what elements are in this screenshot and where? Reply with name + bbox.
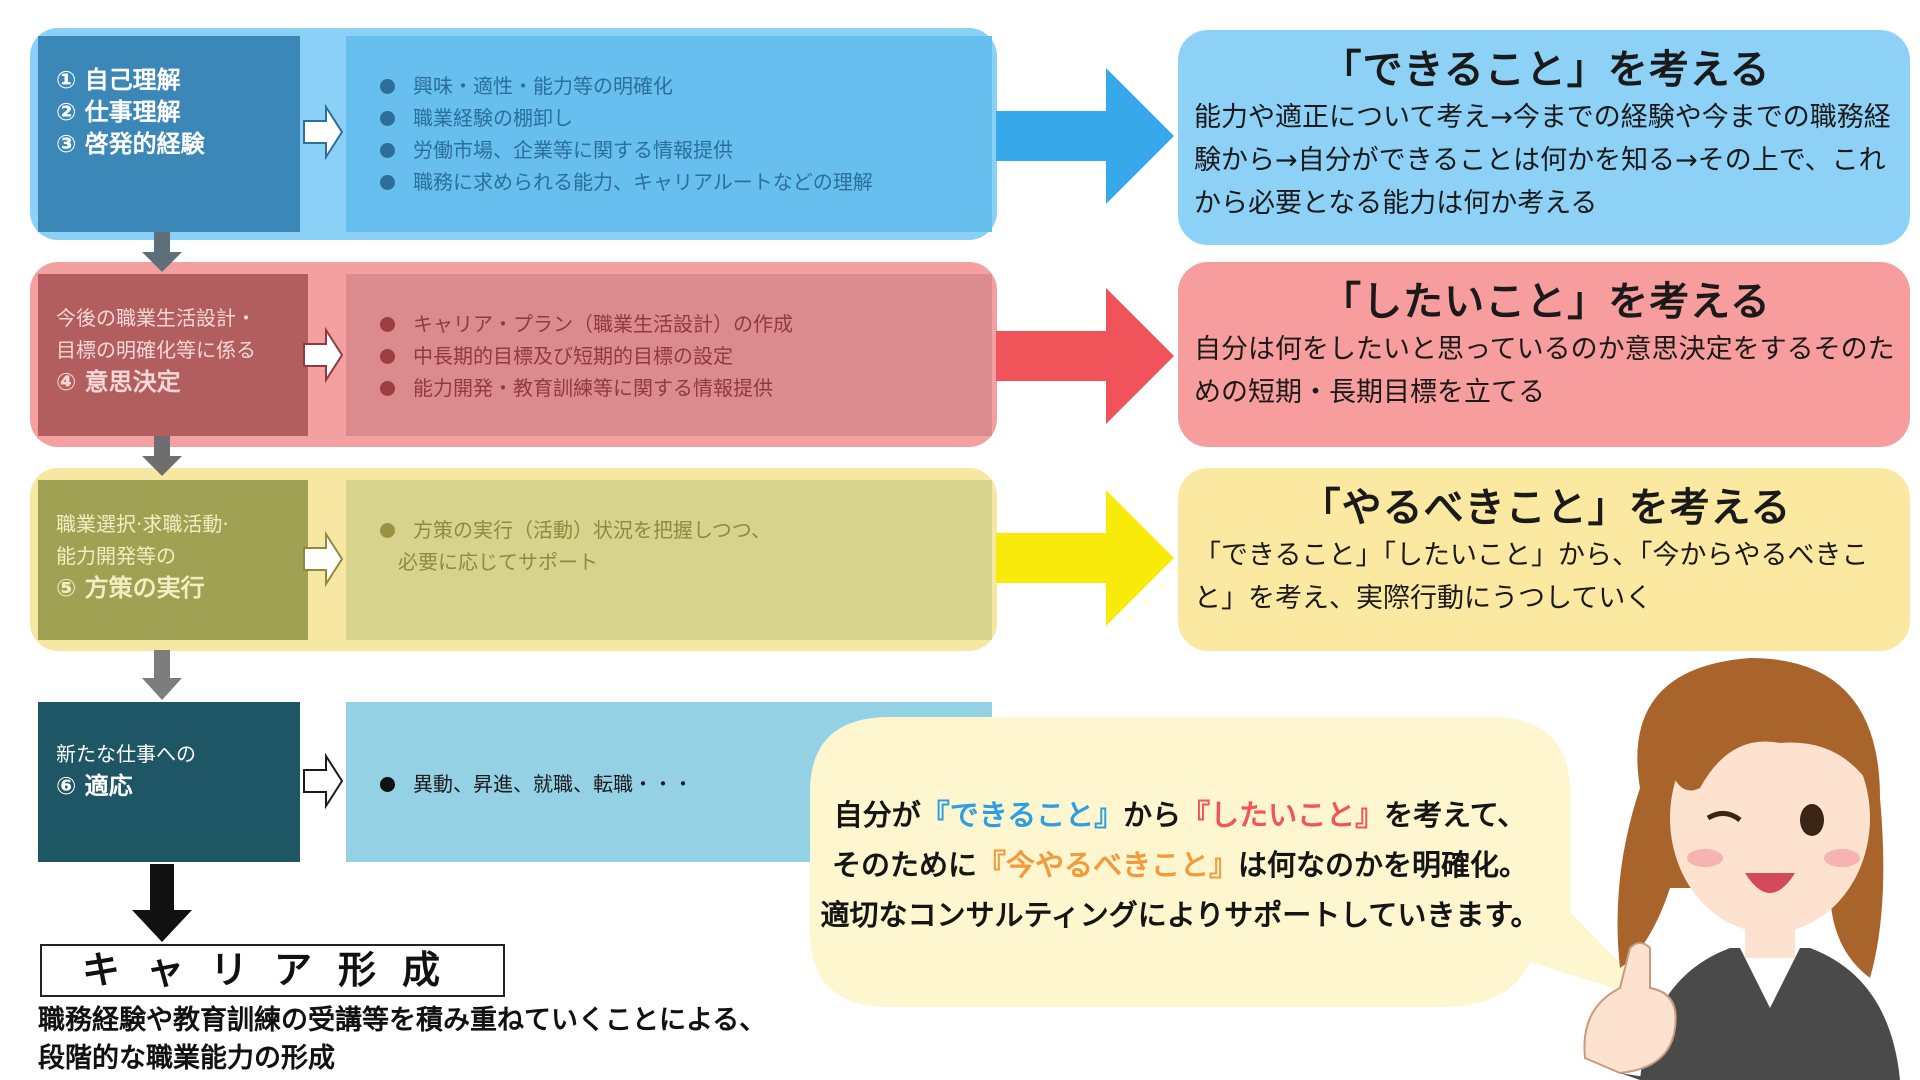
bullet-icon (380, 349, 395, 364)
career-formation-description: 職務経験や教育訓練の受講等を積み重ねていくことによる、 段階的な職業能力の形成 (38, 1005, 767, 1074)
panel-title: 「したいこと」を考える (1321, 279, 1771, 325)
list-item: 方策の実行（活動）状況を把握しつつ、 (380, 514, 992, 546)
stage-number-line: ⑤ 方策の実行 (56, 574, 205, 602)
list-item: 職務に求められる能力、キャリアルートなどの理解 (380, 166, 992, 198)
panel-can-do: 「できること」を考える 能力や適正について考え→今までの経験や今までの職務経験か… (1178, 30, 1910, 245)
stage-box-decision: 今後の職業生活設計・ 目標の明確化等に係る ④ 意思決定 (38, 274, 308, 436)
stage-line: 目標の明確化等に係る (56, 338, 256, 362)
stage-number-line: ④ 意思決定 (56, 368, 181, 396)
stage-line: ② 仕事理解 (56, 98, 181, 126)
stage-line: 職業選択·求職活動· (56, 512, 229, 536)
arrow-down-icon (132, 864, 192, 942)
list-item-continuation: 必要に応じてサポート (398, 550, 598, 574)
stage-box-adaptation: 新たな仕事への ⑥ 適応 (38, 702, 300, 862)
panel-want-to-do: 「したいこと」を考える 自分は何をしたいと思っているのか意思決定をするそのための… (1178, 262, 1910, 447)
detail-box-decision: キャリア・プラン（職業生活設計）の作成 中長期的目標及び短期的目標の設定 能力開… (346, 274, 992, 436)
list-item: 異動、昇進、就職、転職・・・ (380, 768, 992, 800)
bullet-icon (380, 381, 395, 396)
arrow-down-icon (142, 436, 182, 476)
bullet-icon (380, 143, 395, 158)
panel-title: 「やるべきこと」を考える (1300, 485, 1792, 531)
stage-line: ③ 啓発的経験 (56, 130, 205, 158)
bullet-icon (380, 79, 395, 94)
stage-box-execution: 職業選択·求職活動· 能力開発等の ⑤ 方策の実行 (38, 480, 308, 640)
bullet-icon (380, 523, 395, 538)
bullet-icon (380, 317, 395, 332)
detail-box-execution: 方策の実行（活動）状況を把握しつつ、 必要に応じてサポート (346, 480, 992, 640)
panel-title: 「できること」を考える (1321, 47, 1771, 93)
big-arrow-right-icon (996, 490, 1174, 626)
arrow-right-icon (303, 103, 344, 161)
bullet-icon (380, 777, 395, 792)
bullet-icon (380, 111, 395, 126)
arrow-right-icon (303, 752, 344, 810)
arrow-right-icon (303, 530, 344, 588)
stage-line: ① 自己理解 (56, 66, 181, 94)
stage-line: 今後の職業生活設計・ (56, 306, 256, 330)
bullet-icon (380, 175, 395, 190)
arrow-right-icon (303, 326, 344, 384)
detail-box-understanding: 興味・適性・能力等の明確化 職業経験の棚卸し 労働市場、企業等に関する情報提供 … (346, 36, 992, 232)
speech-bubble-text: 自分が『できること』から『したいこと』を考えて、 そのために『今やるべきこと』は… (820, 798, 1540, 932)
panel-body: 「できること」「したいこと」から、「今からやるべきこと」を考え、実際行動にうつし… (1194, 540, 1869, 614)
list-item: キャリア・プラン（職業生活設計）の作成 (380, 308, 992, 340)
arrow-down-icon (142, 650, 182, 700)
big-arrow-right-icon (996, 288, 1174, 424)
career-formation-title: キャリア形成 (40, 944, 505, 997)
stage-line: 新たな仕事への (56, 742, 196, 766)
speech-bubble (810, 717, 1658, 1007)
stage-box-self-understanding: ① 自己理解 ② 仕事理解 ③ 啓発的経験 (38, 36, 300, 232)
panel-body: 能力や適正について考え→今までの経験や今までの職務経験から→自分ができることは何… (1194, 102, 1891, 219)
panel-body: 自分は何をしたいと思っているのか意思決定をするそのための短期・長期目標を立てる (1194, 334, 1895, 408)
list-item: 中長期的目標及び短期的目標の設定 (380, 340, 992, 372)
panel-should-do: 「やるべきこと」を考える 「できること」「したいこと」から、「今からやるべきこと… (1178, 468, 1910, 651)
stage-number-line: ⑥ 適応 (56, 772, 133, 800)
list-item: 能力開発・教育訓練等に関する情報提供 (380, 372, 992, 404)
big-arrow-right-icon (996, 68, 1174, 204)
consultant-woman-illustration (1583, 658, 1900, 1080)
list-item: 労働市場、企業等に関する情報提供 (380, 134, 992, 166)
arrow-down-icon (142, 232, 182, 272)
stage-line: 能力開発等の (56, 544, 176, 568)
list-item: 職業経験の棚卸し (380, 102, 992, 134)
list-item: 興味・適性・能力等の明確化 (380, 70, 992, 102)
